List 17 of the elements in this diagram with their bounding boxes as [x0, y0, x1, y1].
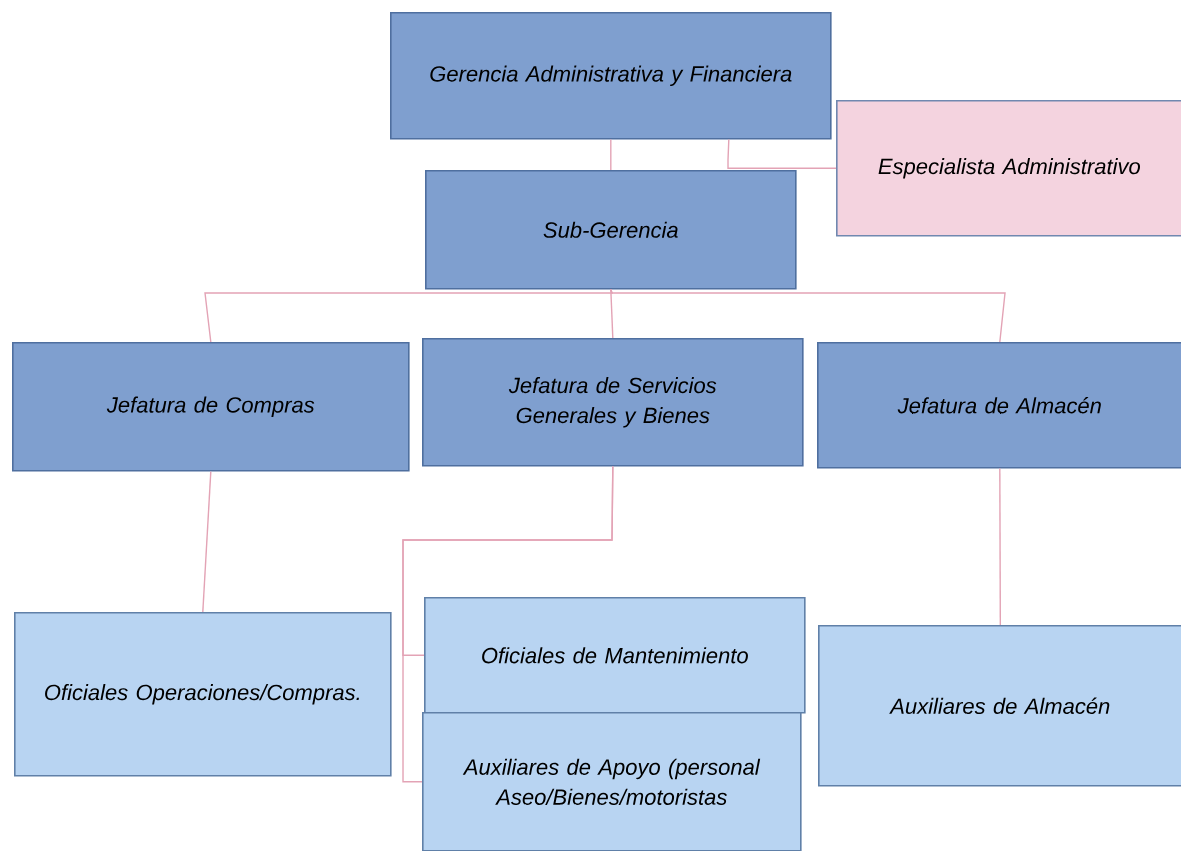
connector-line [610, 288, 614, 339]
org-box: Auxiliares de Apoyo (personal Aseo/Bienes/motoristas [422, 712, 802, 851]
connector-line [202, 470, 212, 613]
org-box: Oficiales de Mantenimiento [424, 597, 806, 714]
org-box: Sub-Gerencia [425, 170, 797, 290]
connector-line [610, 138, 612, 171]
org-box: Jefatura de Almacén [817, 342, 1181, 469]
org-box: Jefatura de Compras [12, 342, 410, 472]
org-box: Oficiales Operaciones/Compras. [14, 612, 392, 777]
org-box: Gerencia Administrativa y Financiera [390, 12, 832, 140]
org-box: Especialista Administrativo [836, 100, 1181, 237]
connector-line [999, 467, 1002, 626]
connector-line [610, 288, 1006, 343]
connector-line [402, 465, 614, 783]
org-box: Auxiliares de Almacén [818, 625, 1181, 787]
org-box: Jefatura de Servicios Generales y Bienes [422, 338, 804, 467]
connector-line [727, 138, 837, 169]
